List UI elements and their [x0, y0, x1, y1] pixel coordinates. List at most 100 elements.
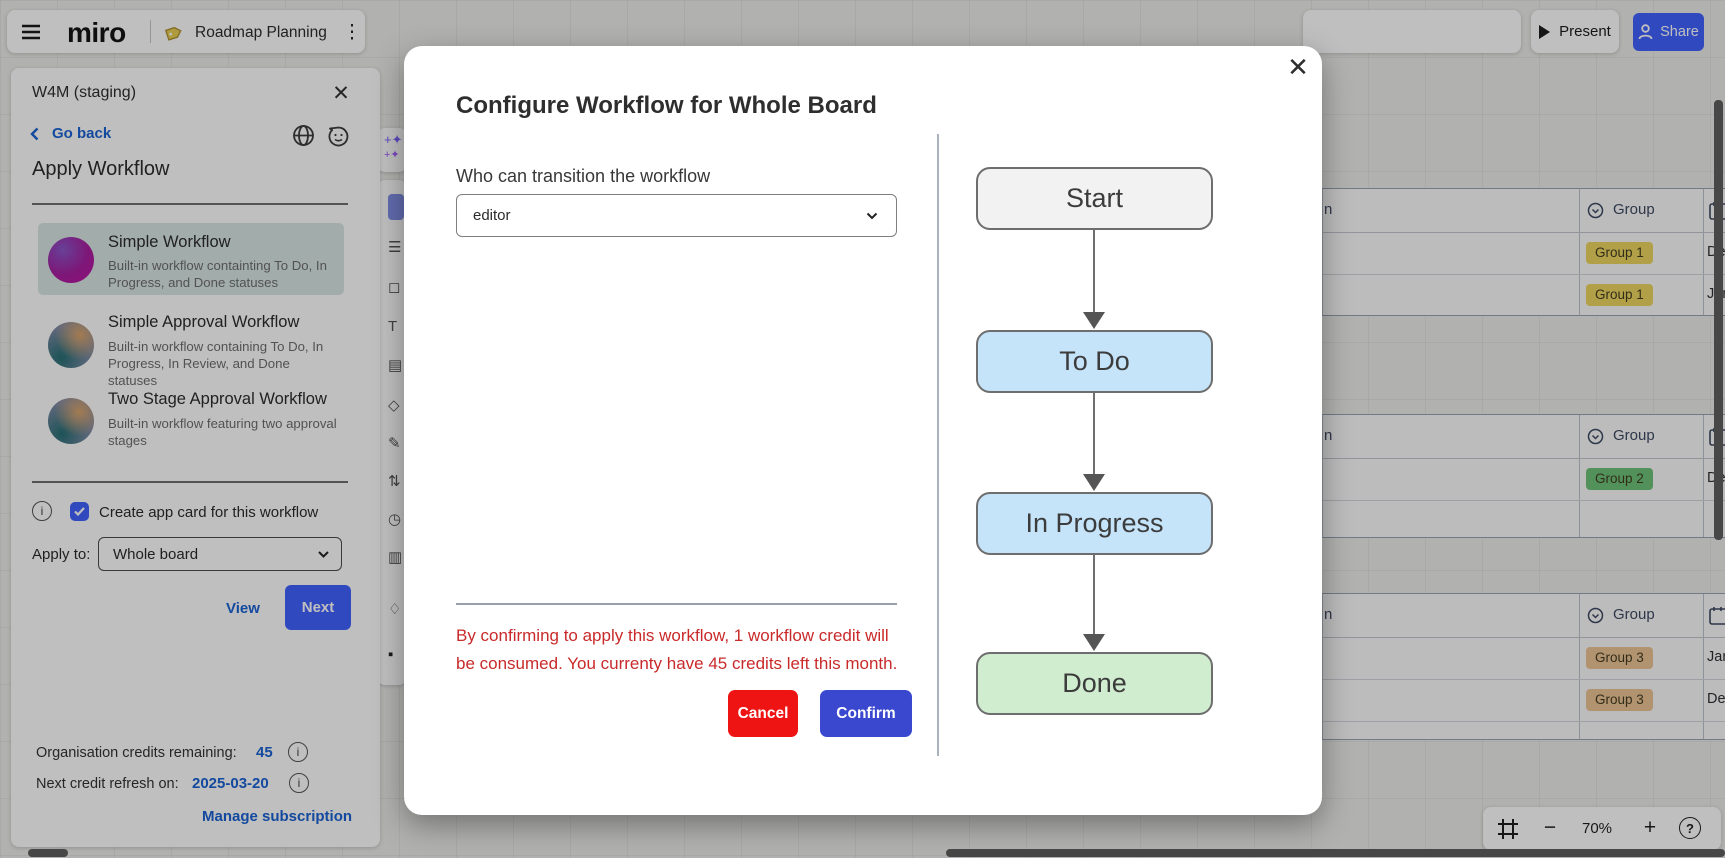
- divider: [32, 481, 348, 483]
- group-badge[interactable]: Group 1: [1586, 284, 1653, 306]
- workflow-item-title[interactable]: Two Stage Approval Workflow: [108, 390, 327, 408]
- vertical-scrollbar[interactable]: [1714, 100, 1723, 540]
- group-column-header[interactable]: Group: [1613, 606, 1655, 623]
- present-button[interactable]: Present: [1531, 10, 1619, 53]
- apply-to-select[interactable]: Whole board: [98, 537, 342, 571]
- apply-workflow-panel: [11, 68, 380, 847]
- check-icon: [74, 507, 85, 516]
- column-fragment: n: [1324, 201, 1333, 218]
- view-button[interactable]: View: [226, 600, 260, 617]
- board-options-kebab-button[interactable]: ⋮: [342, 21, 362, 43]
- person-icon: [1638, 24, 1653, 40]
- diagram-arrow-line: [1093, 555, 1095, 634]
- share-label: Share: [1660, 24, 1699, 40]
- chevron-down-icon: [318, 550, 329, 558]
- status-circle-icon: [1587, 607, 1604, 624]
- language-globe-icon[interactable]: [292, 124, 315, 147]
- horizontal-scrollbar[interactable]: [946, 849, 1725, 857]
- toolbar-frame-icon[interactable]: ◻: [388, 279, 401, 296]
- panel-heading: Apply Workflow: [32, 158, 170, 180]
- toolbar-text-icon[interactable]: T: [388, 318, 398, 335]
- create-app-card-checkbox[interactable]: [70, 502, 89, 521]
- workflow-item-title[interactable]: Simple Approval Workflow: [108, 313, 300, 331]
- zoom-controls-card: − 70% + ?: [1483, 807, 1721, 850]
- credit-refresh-value: 2025-03-20: [192, 775, 269, 792]
- toolbar-templates-icon[interactable]: ☰: [388, 239, 402, 256]
- group-badge[interactable]: Group 1: [1586, 242, 1653, 264]
- table-row[interactable]: Group 3 Jan: [1323, 638, 1725, 680]
- group-badge[interactable]: Group 2: [1586, 468, 1653, 490]
- transition-label: Who can transition the workflow: [456, 166, 711, 186]
- diagram-arrow-line: [1093, 230, 1095, 312]
- workflow-thumbnail[interactable]: [48, 398, 94, 444]
- miro-logo[interactable]: miro: [67, 17, 126, 48]
- help-button[interactable]: ?: [1679, 817, 1701, 839]
- confirm-button[interactable]: Confirm: [820, 690, 912, 737]
- diagram-node-todo: To Do: [976, 330, 1213, 393]
- modal-divider: [456, 603, 897, 605]
- modal-close-button[interactable]: ✕: [1287, 51, 1309, 82]
- next-button[interactable]: Next: [285, 585, 351, 630]
- modal-vertical-divider: [937, 134, 939, 756]
- column-fragment: n: [1324, 427, 1333, 444]
- zoom-out-button[interactable]: −: [1543, 816, 1557, 839]
- toolbar-doc-icon[interactable]: ▥: [388, 549, 403, 566]
- select-tool-active[interactable]: [388, 194, 404, 220]
- diagram-node-in-progress: In Progress: [976, 492, 1213, 555]
- divider: [32, 203, 348, 205]
- creation-toolbar[interactable]: [377, 180, 407, 685]
- info-icon[interactable]: i: [288, 742, 308, 762]
- board-title[interactable]: Roadmap Planning: [195, 24, 327, 41]
- modal-title: Configure Workflow for Whole Board: [456, 92, 877, 119]
- back-chevron-icon: [30, 127, 39, 141]
- toolbar-apps-icon[interactable]: ♢: [388, 601, 402, 618]
- info-icon[interactable]: i: [289, 773, 309, 793]
- toolbar-shapes-icon[interactable]: ◇: [388, 397, 400, 414]
- feedback-chat-icon[interactable]: [327, 125, 350, 148]
- calendar-icon: [1709, 607, 1725, 625]
- collaboration-toolbar-card: D: [1303, 10, 1521, 53]
- panel-title: W4M (staging): [32, 84, 137, 101]
- apply-to-value: Whole board: [113, 545, 199, 563]
- horizontal-scrollbar-thumb[interactable]: [28, 849, 68, 857]
- date-cell: De: [1707, 691, 1725, 707]
- group-column-header[interactable]: Group: [1613, 201, 1655, 218]
- sparkle-icon: +✦: [384, 149, 400, 161]
- ai-templates-button[interactable]: +✦ +✦: [377, 128, 407, 172]
- workflow-thumbnail[interactable]: [48, 322, 94, 368]
- header-divider: [150, 20, 151, 43]
- chevron-down-icon: [866, 212, 878, 219]
- toolbar-pen-icon[interactable]: ✎: [388, 435, 401, 452]
- manage-subscription-link[interactable]: Manage subscription: [202, 808, 353, 825]
- group-column-header[interactable]: Group: [1613, 427, 1655, 444]
- status-circle-icon: [1587, 202, 1604, 219]
- toolbar-sticky-icon[interactable]: ▤: [388, 357, 403, 374]
- workflow-item-title[interactable]: Simple Workflow: [108, 233, 231, 251]
- credit-warning-line1: By confirming to apply this workflow, 1 …: [456, 626, 889, 645]
- go-back-link[interactable]: Go back: [52, 125, 112, 142]
- zoom-in-button[interactable]: +: [1643, 816, 1657, 839]
- share-button[interactable]: Share: [1633, 13, 1704, 51]
- info-icon[interactable]: i: [32, 501, 52, 521]
- workflow-item-description: Built-in workflow containting To Do, In …: [108, 258, 327, 290]
- table-row[interactable]: Group 3 De: [1323, 680, 1725, 722]
- table-row[interactable]: Group 1 Jan: [1323, 275, 1725, 317]
- main-menu-button[interactable]: [19, 20, 43, 44]
- toolbar-more-icon[interactable]: ▪: [388, 646, 394, 663]
- panel-close-button[interactable]: ✕: [332, 81, 350, 105]
- zoom-level[interactable]: 70%: [1582, 820, 1613, 837]
- toolbar-arrow-icon[interactable]: ⇅: [388, 473, 401, 490]
- diagram-node-start: Start: [976, 167, 1213, 230]
- workflow-thumbnail[interactable]: [48, 237, 94, 283]
- transition-select[interactable]: editor: [456, 194, 897, 237]
- toolbar-timer-icon[interactable]: ◷: [388, 511, 402, 528]
- table-header-row: n Group: [1323, 594, 1725, 638]
- date-cell: Jan: [1707, 649, 1725, 665]
- group-badge[interactable]: Group 3: [1586, 689, 1653, 711]
- table-header-row: n Group: [1323, 189, 1725, 233]
- play-icon: [1539, 24, 1551, 39]
- group-badge[interactable]: Group 3: [1586, 647, 1653, 669]
- cancel-button[interactable]: Cancel: [728, 690, 798, 737]
- fit-to-frame-icon[interactable]: [1497, 818, 1519, 840]
- credit-warning-line2: be consumed. You currenty have 45 credit…: [456, 654, 898, 673]
